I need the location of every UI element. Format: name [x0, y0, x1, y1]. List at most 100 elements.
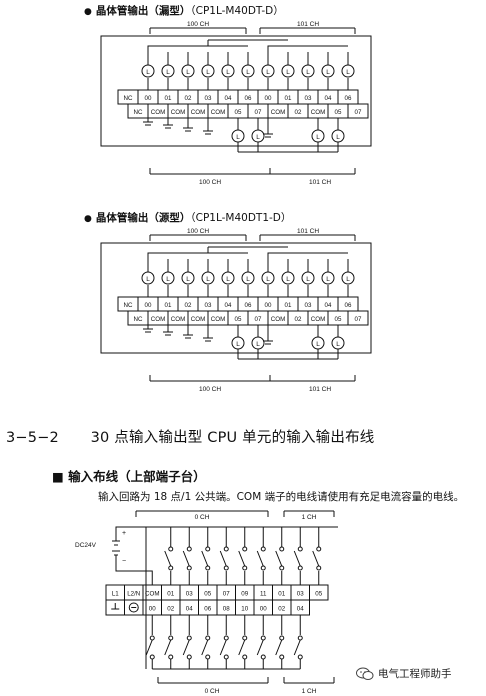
channel-label-top-right: 101 CH — [297, 228, 319, 235]
terminal-label: 02 — [295, 109, 302, 116]
watermark-text: 电气工程师助手 — [378, 668, 452, 680]
terminal-label: 05 — [235, 109, 242, 116]
switch-contact — [260, 565, 266, 571]
switch-contact — [186, 654, 192, 660]
load-label: L — [206, 276, 210, 283]
load-label: L — [336, 134, 340, 141]
terminal-cell — [347, 103, 369, 119]
bullet-icon: ● — [84, 214, 92, 224]
channel-label-top-left: 100 CH — [187, 21, 209, 28]
switch-contact — [279, 565, 285, 571]
terminal-label: COM — [211, 109, 225, 116]
terminal-label: 02 — [278, 606, 285, 613]
switch-contact — [186, 546, 192, 552]
channel-label-bottom-right: 101 CH — [309, 179, 331, 186]
switch-contact — [279, 546, 285, 552]
load-label: L — [326, 69, 330, 76]
terminal-label: 08 — [223, 606, 230, 613]
switch-contact — [223, 635, 229, 641]
terminal-label: 06 — [345, 302, 352, 309]
terminal-label: 04 — [225, 302, 232, 309]
load-label: L — [306, 276, 310, 283]
supply-plus: + — [122, 530, 126, 537]
terminal-cell — [347, 310, 369, 326]
switch-contact — [149, 654, 155, 660]
load-label: L — [246, 276, 250, 283]
terminal-label: NC — [124, 95, 133, 102]
terminal-label: 03 — [305, 95, 312, 102]
load-label: L — [266, 276, 270, 283]
terminal-label: 01 — [285, 302, 292, 309]
channel-label-top-right: 101 CH — [297, 21, 319, 28]
watermark: 电气工程师助手 — [356, 666, 452, 681]
load-label: L — [146, 276, 150, 283]
load-label: L — [186, 276, 190, 283]
load-label: L — [286, 69, 290, 76]
switch-contact — [260, 635, 266, 641]
load-label: L — [236, 341, 240, 348]
switch-contact — [279, 635, 285, 641]
switch-symbol — [164, 550, 172, 567]
outer-frame — [100, 242, 372, 354]
terminal-label: 00 — [260, 606, 267, 613]
terminal-label: 05 — [204, 591, 211, 598]
load-label: L — [146, 69, 150, 76]
switch-contact — [297, 635, 303, 641]
switch-symbol — [201, 550, 209, 567]
terminal-label: 00 — [265, 95, 272, 102]
switch-contact — [242, 565, 248, 571]
terminal-label: 04 — [325, 302, 332, 309]
channel-label-top-right: 1 CH — [302, 514, 317, 521]
wire-line — [147, 252, 248, 259]
channel-label-top-left: 0 CH — [195, 514, 210, 521]
wire-line — [267, 252, 348, 259]
chat-bubble-icon — [356, 667, 374, 680]
terminal-label: 04 — [297, 606, 304, 613]
switch-contact — [316, 565, 322, 571]
wire-line — [267, 45, 348, 52]
switch-contact — [242, 635, 248, 641]
switch-symbol — [293, 550, 301, 567]
switch-contact — [223, 546, 229, 552]
terminal-label: L2/N — [127, 591, 140, 598]
load-label: L — [346, 69, 350, 76]
outer-frame — [100, 35, 372, 147]
terminal-label: 06 — [245, 95, 252, 102]
wire-line — [115, 555, 153, 585]
terminal-label: 01 — [165, 95, 172, 102]
terminal-label: COM — [171, 316, 185, 323]
load-label: L — [256, 134, 260, 141]
terminal-label: COM — [191, 316, 205, 323]
terminal-label: 06 — [204, 606, 211, 613]
switch-contact — [205, 635, 211, 641]
wiring-note: 输入回路为 18 点/1 公共端。COM 端子的电线请使用有充足电流容量的电线。 — [98, 491, 465, 503]
switch-symbol — [256, 550, 264, 567]
terminal-label: 03 — [305, 302, 312, 309]
switch-contact — [223, 654, 229, 660]
switch-symbol — [182, 639, 190, 656]
diagram1-title: 晶体管输出（漏型） — [95, 5, 191, 17]
wire-line — [147, 45, 248, 52]
load-label: L — [286, 276, 290, 283]
switch-contact — [297, 654, 303, 660]
terminal-label: 07 — [223, 591, 230, 598]
switch-contact — [205, 546, 211, 552]
diagram2-heading: ●晶体管输出（源型）（CP1L-M40DT1-D） — [84, 210, 291, 225]
load-label: L — [306, 69, 310, 76]
load-label: L — [166, 69, 170, 76]
terminal-label: COM — [311, 109, 325, 116]
load-label: L — [266, 69, 270, 76]
load-label: L — [326, 276, 330, 283]
channel-label-bottom-left: 100 CH — [199, 179, 221, 186]
square-bullet-icon: ■ — [52, 469, 64, 484]
terminal-label: 07 — [255, 316, 262, 323]
terminal-label: 03 — [297, 591, 304, 598]
switch-symbol — [275, 639, 283, 656]
terminal-label: 03 — [205, 302, 212, 309]
switch-contact — [260, 654, 266, 660]
channel-label-bottom-right: 101 CH — [309, 386, 331, 393]
terminal-label: 03 — [205, 95, 212, 102]
terminal-label: 05 — [335, 109, 342, 116]
